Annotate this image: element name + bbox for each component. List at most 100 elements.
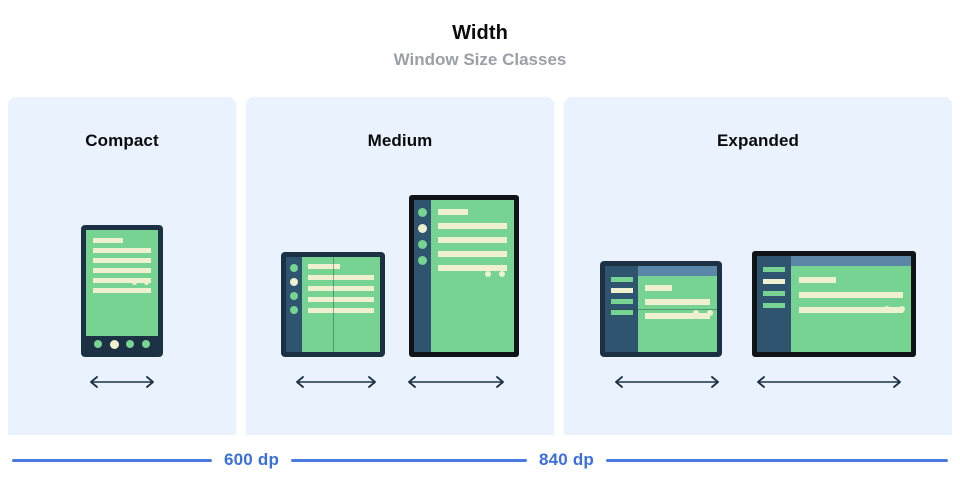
content-lines (638, 276, 717, 352)
rail-dot[interactable] (418, 256, 427, 265)
rail-dot[interactable] (290, 264, 298, 272)
content-line (308, 275, 374, 280)
panel-label-expanded: Expanded (716, 131, 800, 150)
width-arrow-icon (408, 376, 504, 388)
content-line (93, 278, 151, 283)
phone-content-lines (93, 238, 151, 352)
sidebar-item[interactable] (610, 299, 633, 304)
nav-dot[interactable] (93, 340, 102, 348)
navigation-rail (286, 257, 302, 352)
width-arrow-icon (90, 376, 154, 388)
device-stage-expanded (564, 251, 952, 357)
width-arrow-icon (757, 376, 901, 388)
content-line (308, 308, 374, 313)
sidebar-item[interactable] (763, 267, 785, 272)
scale-rule (12, 458, 212, 462)
content-line (438, 265, 507, 271)
foldable-portrait-screen (286, 257, 380, 352)
phone-bottom-nav (86, 336, 158, 352)
content-line (93, 248, 151, 253)
content-line (438, 209, 469, 215)
content-line (645, 285, 673, 291)
page-title: Width (452, 22, 508, 44)
content-line (308, 297, 374, 302)
rail-dot-active[interactable] (418, 224, 427, 233)
content-line (93, 288, 151, 293)
content-line (308, 264, 340, 269)
content-line (645, 299, 710, 305)
width-arrows-expanded (564, 375, 952, 389)
content-lines (438, 209, 507, 352)
rail-dot-active[interactable] (290, 278, 298, 286)
content-dots (693, 310, 713, 316)
navigation-sidebar (757, 256, 791, 352)
content-dot (485, 271, 491, 277)
device-tablet-portrait (409, 195, 519, 357)
tablet-landscape-content (791, 256, 911, 352)
sidebar-item[interactable] (763, 291, 785, 296)
panel-compact: Compact (8, 97, 236, 435)
content-line (799, 307, 903, 313)
width-arrows-medium (246, 375, 554, 389)
content-dot (899, 306, 905, 312)
device-foldable-landscape (600, 261, 722, 357)
content-dot (367, 308, 372, 313)
rail-dot[interactable] (290, 292, 298, 300)
navigation-rail (414, 200, 431, 352)
tablet-portrait-screen (414, 200, 514, 352)
content-lines (308, 264, 374, 352)
content-line (438, 251, 507, 257)
content-line (93, 268, 151, 273)
sidebar-item[interactable] (763, 303, 785, 308)
breakpoint-label-840: 840 dp (538, 450, 594, 469)
content-dot (355, 308, 360, 313)
content-line (308, 286, 374, 291)
foldable-landscape-screen (605, 266, 717, 352)
width-arrow-icon (615, 376, 719, 388)
page-subtitle: Window Size Classes (393, 50, 567, 69)
content-dot (499, 271, 505, 277)
sidebar-item[interactable] (610, 277, 633, 282)
panel-label-medium: Medium (367, 131, 433, 150)
content-dot (144, 280, 149, 285)
content-dot (132, 280, 137, 285)
content-line (799, 292, 903, 298)
nav-dot[interactable] (142, 340, 151, 348)
content-line (93, 258, 151, 263)
panel-expanded: Expanded (564, 97, 952, 435)
content-line (438, 223, 507, 229)
content-dots (884, 306, 905, 312)
content-dot (884, 306, 890, 312)
breakpoint-label-600: 600 dp (224, 450, 280, 469)
rail-dot[interactable] (290, 306, 298, 314)
device-stage-compact (8, 225, 236, 357)
width-arrow-icon (296, 376, 376, 388)
sidebar-item[interactable] (610, 310, 633, 315)
fold-seam-horizontal (605, 309, 717, 310)
sidebar-item-active[interactable] (763, 279, 785, 284)
scale-rule (606, 458, 948, 462)
content-top-band (638, 266, 717, 276)
nav-dot-active[interactable] (109, 339, 119, 349)
scale-rule (291, 458, 527, 462)
device-stage-medium (246, 195, 554, 357)
content-dot (693, 310, 699, 316)
page-header: Width Window Size Classes (0, 0, 960, 72)
content-dots (132, 280, 149, 285)
rail-dot[interactable] (418, 240, 427, 249)
content-line (93, 238, 124, 243)
foldable-landscape-content (638, 266, 717, 352)
nav-dot[interactable] (126, 340, 135, 348)
phone-content (86, 230, 158, 352)
content-line (799, 277, 837, 283)
device-phone (81, 225, 163, 357)
breakpoint-scale: 600 dp 840 dp (12, 450, 948, 470)
rail-dot[interactable] (418, 208, 427, 217)
panel-medium: Medium (246, 97, 554, 435)
sidebar-item-active[interactable] (610, 288, 633, 293)
content-lines (791, 266, 911, 352)
foldable-portrait-content (302, 257, 380, 352)
size-class-panels: Compact (8, 97, 952, 435)
content-line (438, 237, 507, 243)
width-arrows-compact (8, 375, 236, 389)
